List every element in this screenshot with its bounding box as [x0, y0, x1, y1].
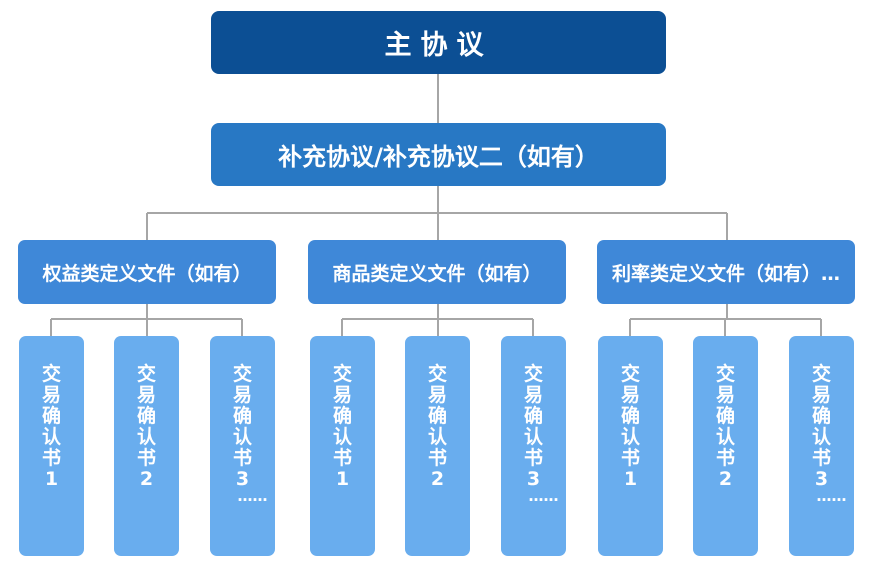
confirmation-box: 交易确认书2	[693, 336, 758, 556]
confirmation-ellipsis: ……	[237, 487, 268, 505]
confirmation-label: 交易确认书3	[811, 363, 831, 490]
confirmation-label: 交易确认书3	[232, 363, 252, 490]
confirmation-label: 交易确认书2	[136, 363, 156, 490]
confirmation-ellipsis: ……	[816, 487, 847, 505]
confirmation-box: 交易确认书1	[598, 336, 663, 556]
category-label-commodity: 商品类定义文件（如有）	[332, 262, 542, 285]
category-box-interest-rate: 利率类定义文件（如有）…	[597, 240, 855, 304]
confirmation-label: 交易确认书2	[427, 363, 447, 490]
confirmation-box: 交易确认书3 ……	[789, 336, 854, 556]
confirmation-box: 交易确认书2	[405, 336, 470, 556]
confirmation-label: 交易确认书2	[715, 363, 735, 490]
category-label-interest-rate: 利率类定义文件（如有）…	[611, 262, 840, 285]
confirmation-label: 交易确认书1	[41, 363, 61, 490]
confirmation-ellipsis: ……	[528, 487, 559, 505]
category-box-equity: 权益类定义文件（如有）	[18, 240, 276, 304]
confirmation-box: 交易确认书3 ……	[501, 336, 566, 556]
main-agreement-label: 主协议	[384, 30, 493, 61]
supplement-agreement-label: 补充协议/补充协议二（如有）	[278, 143, 599, 171]
confirmation-box: 交易确认书3 ……	[210, 336, 275, 556]
category-box-commodity: 商品类定义文件（如有）	[308, 240, 566, 304]
confirmation-label: 交易确认书3	[523, 363, 543, 490]
confirmation-box: 交易确认书2	[114, 336, 179, 556]
confirmation-box: 交易确认书1	[19, 336, 84, 556]
main-agreement-box: 主协议	[211, 11, 666, 74]
supplement-agreement-box: 补充协议/补充协议二（如有）	[211, 123, 666, 186]
confirmation-label: 交易确认书1	[332, 363, 352, 490]
confirmation-label: 交易确认书1	[620, 363, 640, 490]
confirmation-box: 交易确认书1	[310, 336, 375, 556]
category-label-equity: 权益类定义文件（如有）	[42, 262, 252, 285]
